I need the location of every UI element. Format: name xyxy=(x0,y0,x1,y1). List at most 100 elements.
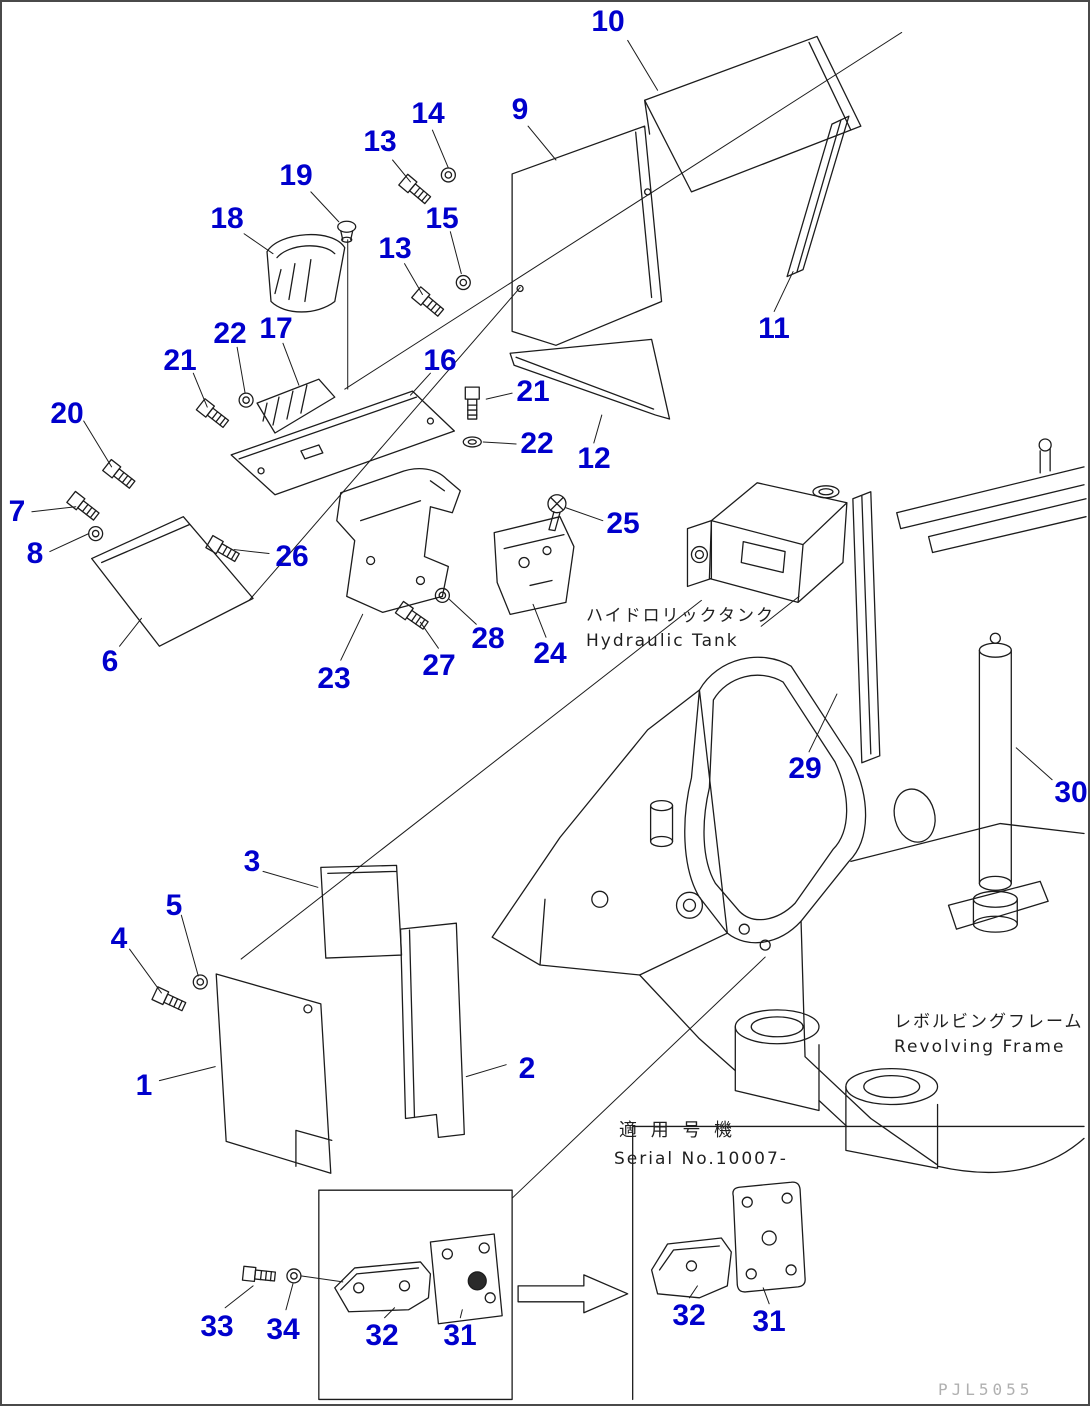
callout-18: 18 xyxy=(210,202,244,235)
frame-small-cylinder xyxy=(649,799,674,848)
callout-10: 10 xyxy=(591,5,625,38)
callout-22b: 22 xyxy=(520,427,554,460)
callout-3: 3 xyxy=(243,845,261,878)
callout-26: 26 xyxy=(275,540,309,573)
fasteners xyxy=(66,167,567,1285)
part-9-hole xyxy=(516,284,524,293)
part-32a-bracket xyxy=(334,1261,432,1313)
bolt-20 xyxy=(102,458,138,491)
callout-17: 17 xyxy=(259,312,293,345)
callout-11: 11 xyxy=(758,312,790,345)
callout-21a: 21 xyxy=(163,344,197,377)
hydraulic-tank-label-jp: ハイドロリックタンク xyxy=(586,606,775,626)
part-2-panel xyxy=(399,922,465,1139)
part-1-hole xyxy=(303,1004,313,1014)
part-16-hole xyxy=(426,417,435,425)
part-32b-bracket xyxy=(650,1237,732,1299)
callout-28: 28 xyxy=(471,622,505,655)
construction-lines xyxy=(240,31,903,1199)
revolving-frame-label-jp: レボルビングフレーム xyxy=(894,1012,1084,1032)
part-16-hole xyxy=(257,467,265,475)
callout-9: 9 xyxy=(511,93,529,126)
callout-15: 15 xyxy=(425,202,459,235)
frame-oval-hole xyxy=(893,788,936,843)
part-30-cylinder xyxy=(972,632,1018,933)
part-31a-plate xyxy=(429,1233,503,1325)
bolt-13a xyxy=(398,173,433,207)
cylinder-base-plate xyxy=(947,880,1049,930)
part-11-strip xyxy=(786,115,850,278)
detail-box-left xyxy=(318,1189,513,1401)
leader-lines xyxy=(31,39,1053,1319)
part-23-hole xyxy=(415,575,426,586)
part-31b-plate xyxy=(732,1181,806,1293)
serial-label-jp: 適 用 号 機 xyxy=(619,1120,737,1141)
frame-right-deck xyxy=(639,822,1085,1174)
callout-14: 14 xyxy=(411,97,445,130)
part-16-plate xyxy=(230,390,455,496)
part-24-hole xyxy=(542,545,552,556)
revolving-frame xyxy=(491,438,1087,1174)
callout-30: 30 xyxy=(1054,776,1088,809)
bolt-7 xyxy=(66,490,102,523)
callout-32b: 32 xyxy=(672,1299,706,1332)
bottom-detail xyxy=(318,1125,1085,1401)
bolt-33 xyxy=(241,1265,277,1285)
revolving-frame-label-en: Revolving Frame xyxy=(894,1037,1066,1057)
callout-20: 20 xyxy=(50,397,84,430)
callout-23: 23 xyxy=(317,662,351,695)
callout-12: 12 xyxy=(577,442,611,475)
bolt-4 xyxy=(151,986,188,1014)
part-29-plate xyxy=(852,491,881,764)
part-24-bracket xyxy=(493,516,575,615)
flow-arrow xyxy=(517,1274,629,1314)
part-18-bracket xyxy=(266,233,346,313)
washer-34 xyxy=(286,1268,302,1284)
callout-21b: 21 xyxy=(516,375,550,408)
callout-24: 24 xyxy=(533,637,567,670)
callout-4: 4 xyxy=(110,922,128,955)
callout-7: 7 xyxy=(8,495,26,528)
callout-2: 2 xyxy=(518,1052,536,1085)
callout-32a: 32 xyxy=(365,1319,399,1352)
callout-34: 34 xyxy=(266,1313,300,1346)
hydraulic-tank xyxy=(708,482,848,604)
tank-cap xyxy=(812,485,840,499)
tank-side-bracket xyxy=(686,520,713,588)
part-6-plate xyxy=(91,516,254,647)
bolt-13b xyxy=(411,286,446,319)
bolt-27 xyxy=(394,600,431,632)
callout-31b: 31 xyxy=(752,1305,786,1338)
callout-1: 1 xyxy=(135,1069,153,1102)
callout-29: 29 xyxy=(788,752,822,785)
part-23-hole xyxy=(366,555,376,566)
callout-22a: 22 xyxy=(213,317,247,350)
washer-5 xyxy=(192,974,208,990)
washer-22b xyxy=(462,436,482,448)
detail-box-right xyxy=(632,1125,1085,1401)
bolt-21b xyxy=(464,386,480,420)
callout-19: 19 xyxy=(279,159,313,192)
frame-bottom-boss-right xyxy=(845,1068,939,1169)
washer-22a xyxy=(238,392,254,408)
serial-label-en: Serial No.10007- xyxy=(614,1149,788,1169)
part-10-cover xyxy=(643,35,862,193)
part-1-panel xyxy=(215,973,333,1174)
doc-code: PJL5055 xyxy=(938,1380,1034,1399)
frame-bottom-boss-left xyxy=(734,1009,820,1112)
washer-8 xyxy=(88,526,104,542)
washer-14 xyxy=(440,167,456,183)
part-17-rib-plate xyxy=(256,378,336,434)
part-3-panel xyxy=(320,864,403,959)
bolt-head-filled xyxy=(467,1271,487,1291)
bolt-21a xyxy=(195,398,231,431)
callout-27: 27 xyxy=(422,649,456,682)
callout-13a: 13 xyxy=(363,125,397,158)
part-12-strip xyxy=(509,338,671,420)
top-cover-parts xyxy=(91,35,862,647)
part-19-plug xyxy=(337,220,357,243)
screw-25 xyxy=(547,494,567,532)
callout-33: 33 xyxy=(200,1310,234,1343)
